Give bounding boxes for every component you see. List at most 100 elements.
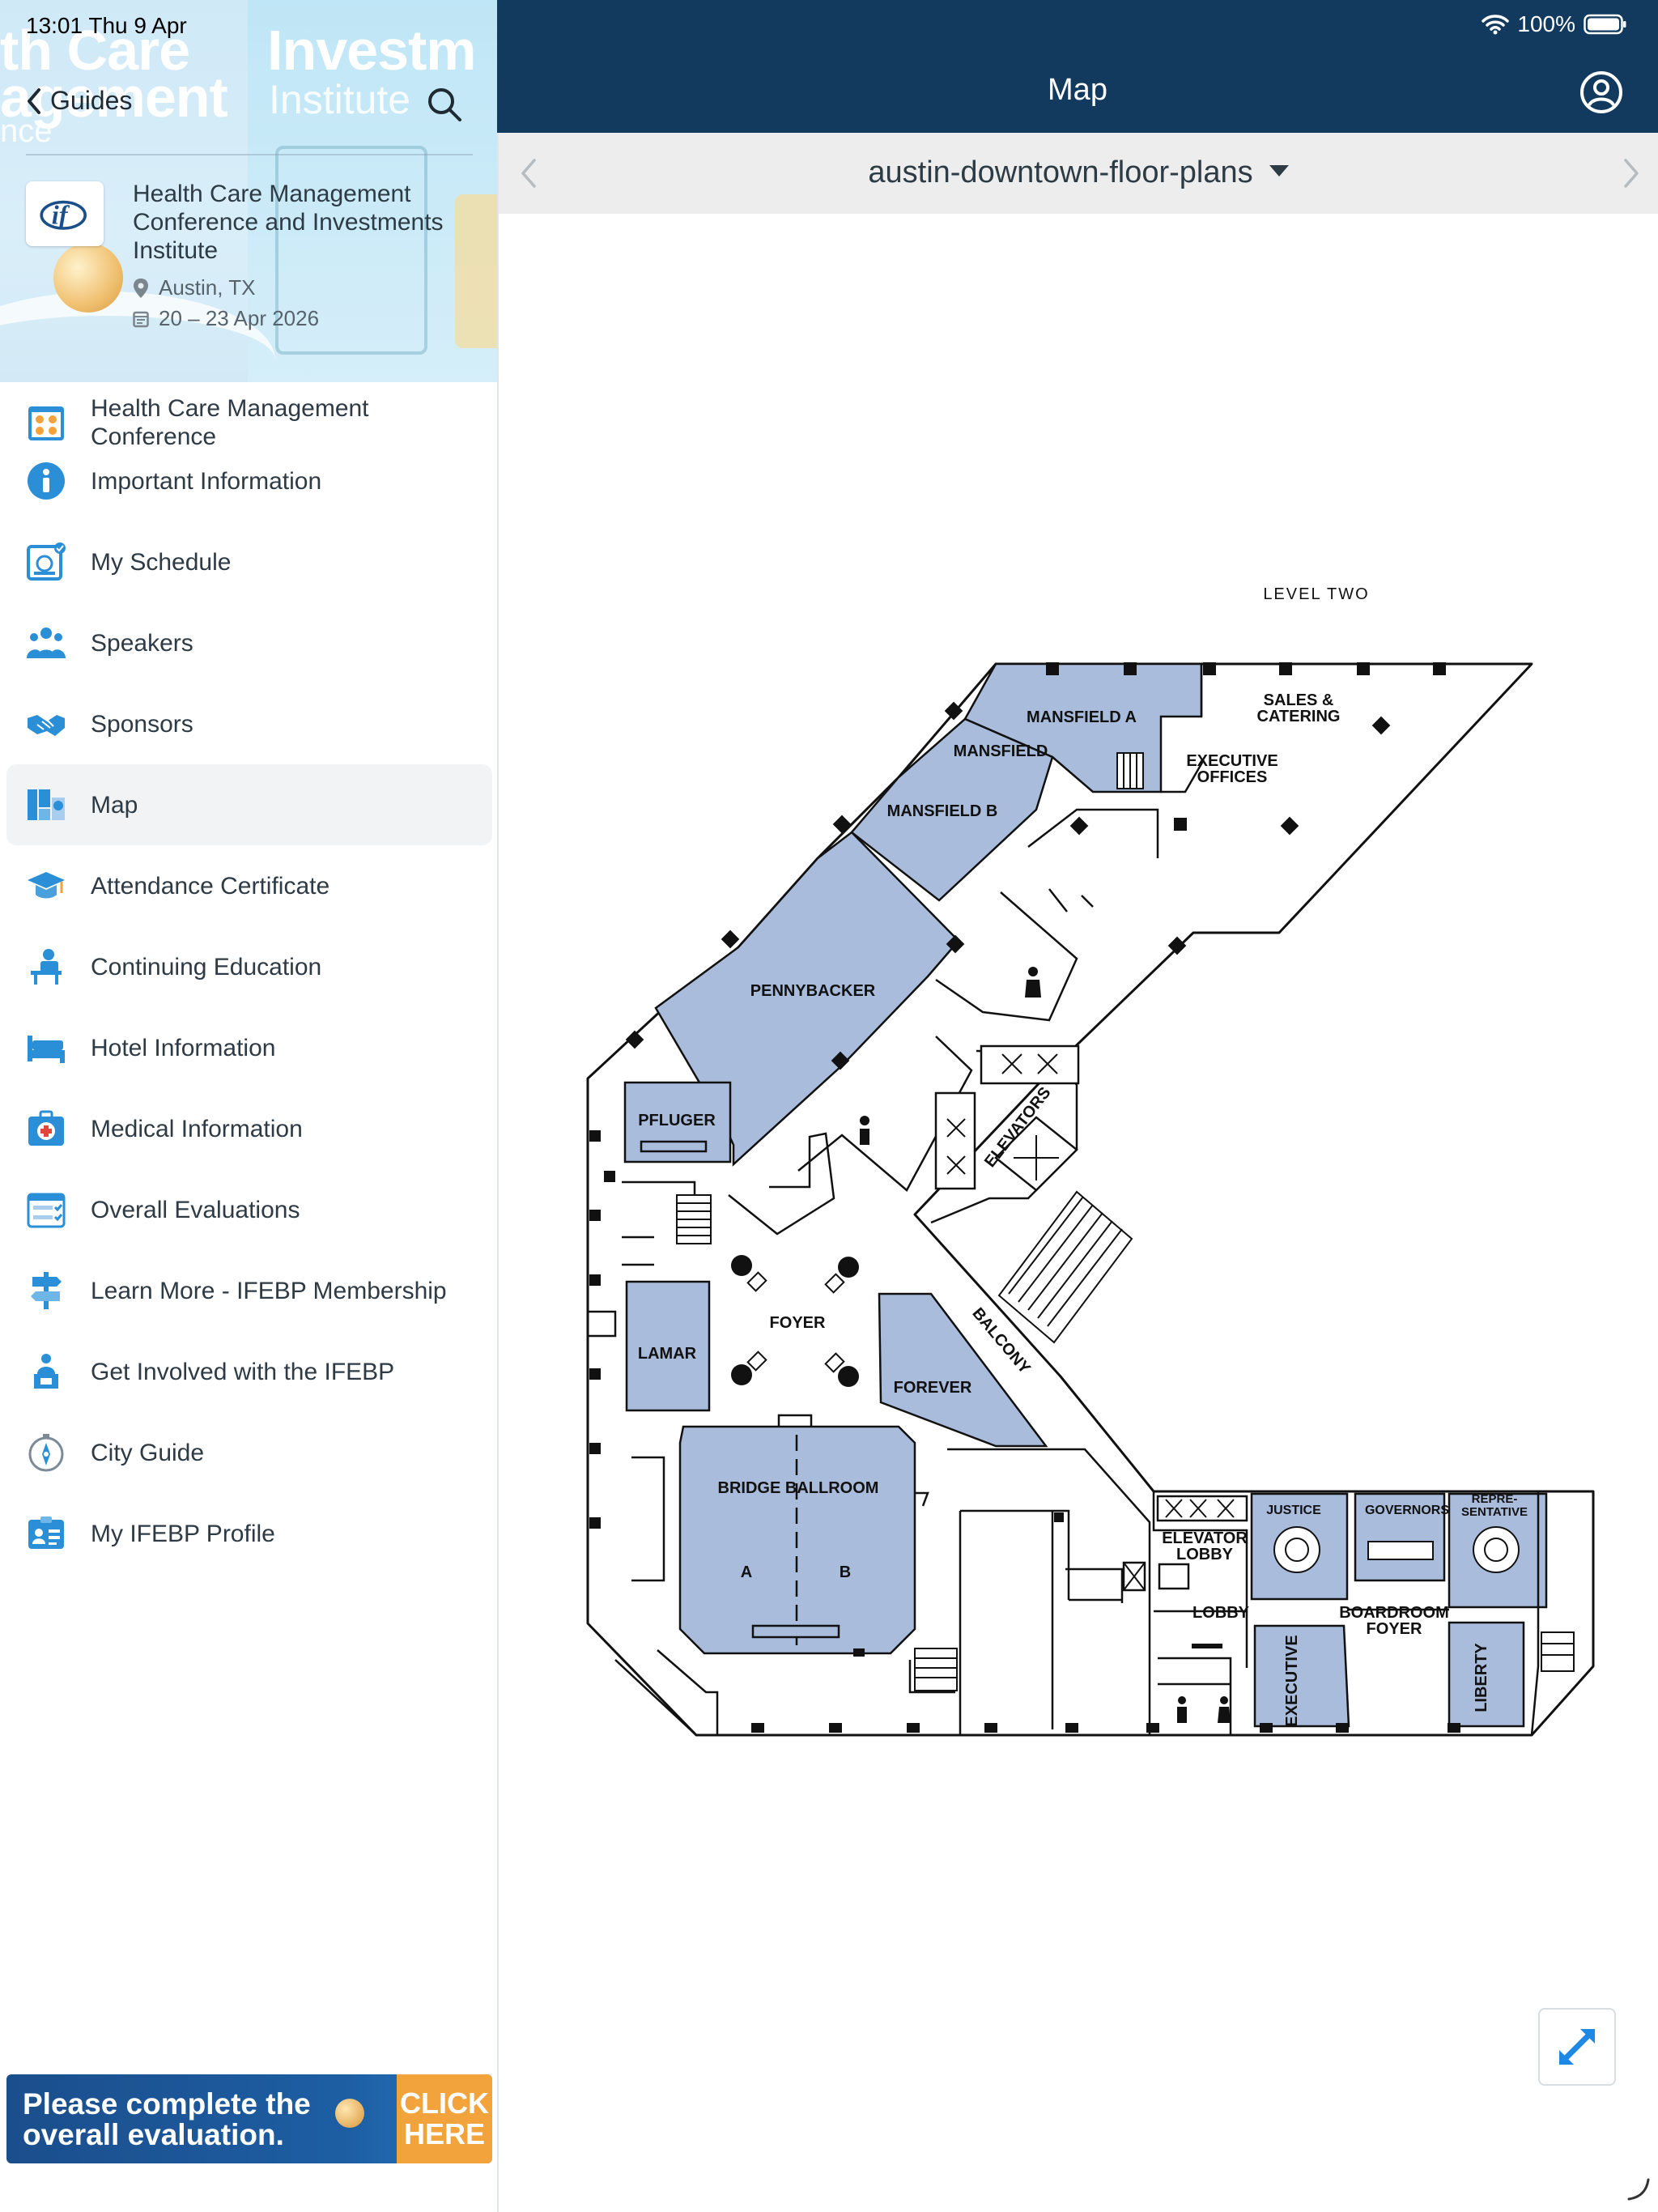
sidebar-item-map[interactable]: Map xyxy=(6,764,492,845)
event-location: Austin, TX xyxy=(133,275,255,300)
label-bridge-ballroom: BRIDGE BALLROOM xyxy=(718,1479,879,1497)
wifi-icon xyxy=(1482,15,1510,35)
profile-button[interactable] xyxy=(1579,70,1624,115)
label-ballroom-a: A xyxy=(741,1563,752,1581)
floor-plan-drawing[interactable]: LEVEL TWO MANSFIELD A MANSFIELD MANSFIEL… xyxy=(499,214,1658,2212)
label-justice: JUSTICE xyxy=(1266,1504,1321,1517)
back-label: Guides xyxy=(50,86,133,115)
sidebar-item-get-involved[interactable]: Get Involved with the IFEBP xyxy=(6,1331,492,1412)
label-pennybacker: PENNYBACKER xyxy=(750,982,876,1000)
sidebar-item-hotel-information[interactable]: Hotel Information xyxy=(6,1007,492,1088)
map-dropdown[interactable]: austin-downtown-floor-plans xyxy=(499,155,1658,190)
label-mansfield-a: MANSFIELD A xyxy=(1027,708,1137,726)
signpost-icon xyxy=(24,1269,68,1312)
battery-icon xyxy=(1584,14,1626,35)
label-forever: FOREVER xyxy=(894,1379,972,1397)
sidebar: th Care agement nce Investm Institute 13… xyxy=(0,0,499,2212)
label-liberty: LIBERTY xyxy=(1473,1643,1490,1712)
stairs xyxy=(676,752,1575,1691)
label-representative-2: SENTATIVE xyxy=(1461,1505,1528,1519)
sidebar-item-attendance-certificate[interactable]: Attendance Certificate xyxy=(6,845,492,926)
label-boardroom-foyer-1: BOARDROOM xyxy=(1339,1604,1449,1622)
previous-map-button[interactable] xyxy=(517,155,541,191)
hero-ball-graphic xyxy=(53,243,123,313)
label-elevator-lobby-2: LOBBY xyxy=(1176,1546,1234,1563)
handshake-icon xyxy=(24,702,68,746)
elevator-cross-marks xyxy=(946,1053,1235,1591)
room-executive xyxy=(1253,1624,1350,1728)
hero-bg-text: th Care xyxy=(0,19,190,82)
resize-handle-icon[interactable] xyxy=(1624,2175,1652,2202)
hero-swoosh-graphic xyxy=(0,291,275,382)
sidebar-item-health-care-conference[interactable]: Health Care Management Conference xyxy=(6,382,492,463)
sidebar-item-label: Overall Evaluations xyxy=(91,1196,300,1223)
user-circle-icon xyxy=(1580,71,1622,113)
label-mansfield-b: MANSFIELD B xyxy=(887,802,998,820)
location-pin-icon xyxy=(134,278,148,298)
sidebar-item-label: Learn More - IFEBP Membership xyxy=(91,1277,447,1304)
chevron-left-icon xyxy=(521,159,536,188)
sidebar-item-ifebp-membership[interactable]: Learn More - IFEBP Membership xyxy=(6,1250,492,1331)
info-icon xyxy=(24,459,68,503)
fullscreen-button[interactable] xyxy=(1538,2008,1616,2086)
sidebar-item-speakers[interactable]: Speakers xyxy=(6,602,492,683)
next-map-button[interactable] xyxy=(1619,155,1643,191)
label-foyer: FOYER xyxy=(770,1314,826,1332)
label-executive-offices-2: OFFICES xyxy=(1197,768,1268,786)
map-viewer[interactable]: LEVEL TWO MANSFIELD A MANSFIELD MANSFIEL… xyxy=(499,214,1658,2212)
status-time: 13:01 Thu 9 Apr xyxy=(26,13,187,38)
people-icon xyxy=(24,621,68,665)
columns xyxy=(589,662,1460,1733)
sidebar-item-label: Continuing Education xyxy=(91,953,322,981)
back-button[interactable]: Guides xyxy=(23,86,132,116)
sidebar-item-label: Speakers xyxy=(91,629,193,657)
event-title: Health Care Management Conference and In… xyxy=(133,181,444,264)
hero-safe-graphic-2 xyxy=(455,194,497,348)
ifebp-logo-icon: if xyxy=(40,200,87,231)
label-elevator-lobby-1: ELEVATOR xyxy=(1162,1529,1248,1547)
podium-icon xyxy=(24,1350,68,1393)
sidebar-item-label: Health Care Management Conference xyxy=(91,395,369,450)
room-forever xyxy=(878,1292,1048,1448)
map-icon xyxy=(24,783,68,827)
hero-safe-graphic xyxy=(275,146,427,355)
sidebar-item-important-information[interactable]: Important Information xyxy=(6,440,492,521)
sidebar-item-city-guide[interactable]: City Guide xyxy=(6,1412,492,1493)
evaluation-banner[interactable]: Please complete the overall evaluation. … xyxy=(6,2074,492,2163)
svg-text:if: if xyxy=(52,202,70,231)
sidebar-item-medical-information[interactable]: Medical Information xyxy=(6,1088,492,1169)
restroom-icons xyxy=(860,967,1231,1723)
sidebar-item-continuing-education[interactable]: Continuing Education xyxy=(6,926,492,1007)
sidebar-item-label: Medical Information xyxy=(91,1115,303,1142)
sidebar-item-my-schedule[interactable]: My Schedule xyxy=(6,521,492,602)
sidebar-item-my-ifebp-profile[interactable]: My IFEBP Profile xyxy=(6,1493,492,1574)
meeting-rooms xyxy=(623,662,1548,1728)
label-mansfield: MANSFIELD xyxy=(954,742,1048,760)
map-selector-bar: austin-downtown-floor-plans xyxy=(499,133,1658,214)
label-pfluger: PFLUGER xyxy=(638,1112,716,1129)
sidebar-item-label: Hotel Information xyxy=(91,1034,276,1061)
label-lamar: LAMAR xyxy=(638,1345,697,1363)
hero-bg-text: Investm xyxy=(267,19,477,82)
banner-click-here[interactable]: CLICK HERE xyxy=(397,2074,492,2163)
search-icon xyxy=(428,88,461,121)
bed-icon xyxy=(24,1026,68,1070)
calendar-icon xyxy=(133,311,149,327)
caret-down-icon xyxy=(1269,164,1289,177)
search-button[interactable] xyxy=(424,84,465,125)
event-location-text: Austin, TX xyxy=(159,275,256,300)
conference-tables xyxy=(1273,1526,1520,1573)
event-dates-text: 20 – 23 Apr 2026 xyxy=(159,306,320,330)
sidebar-item-label: Get Involved with the IFEBP xyxy=(91,1358,395,1385)
label-ballroom-b: B xyxy=(840,1563,851,1581)
event-hero: th Care agement nce Investm Institute 13… xyxy=(0,0,497,382)
sidebar-item-label: Important Information xyxy=(91,467,322,495)
interior-walls xyxy=(588,664,1540,1736)
sidebar-item-label: Map xyxy=(91,791,138,819)
sidebar-item-overall-evaluations[interactable]: Overall Evaluations xyxy=(6,1169,492,1250)
profile-card-icon xyxy=(24,1512,68,1555)
sidebar-item-sponsors[interactable]: Sponsors xyxy=(6,683,492,764)
chevron-right-icon xyxy=(1624,159,1639,188)
battery-percent: 100% xyxy=(1517,11,1575,36)
level-label: LEVEL TWO xyxy=(1263,585,1369,603)
